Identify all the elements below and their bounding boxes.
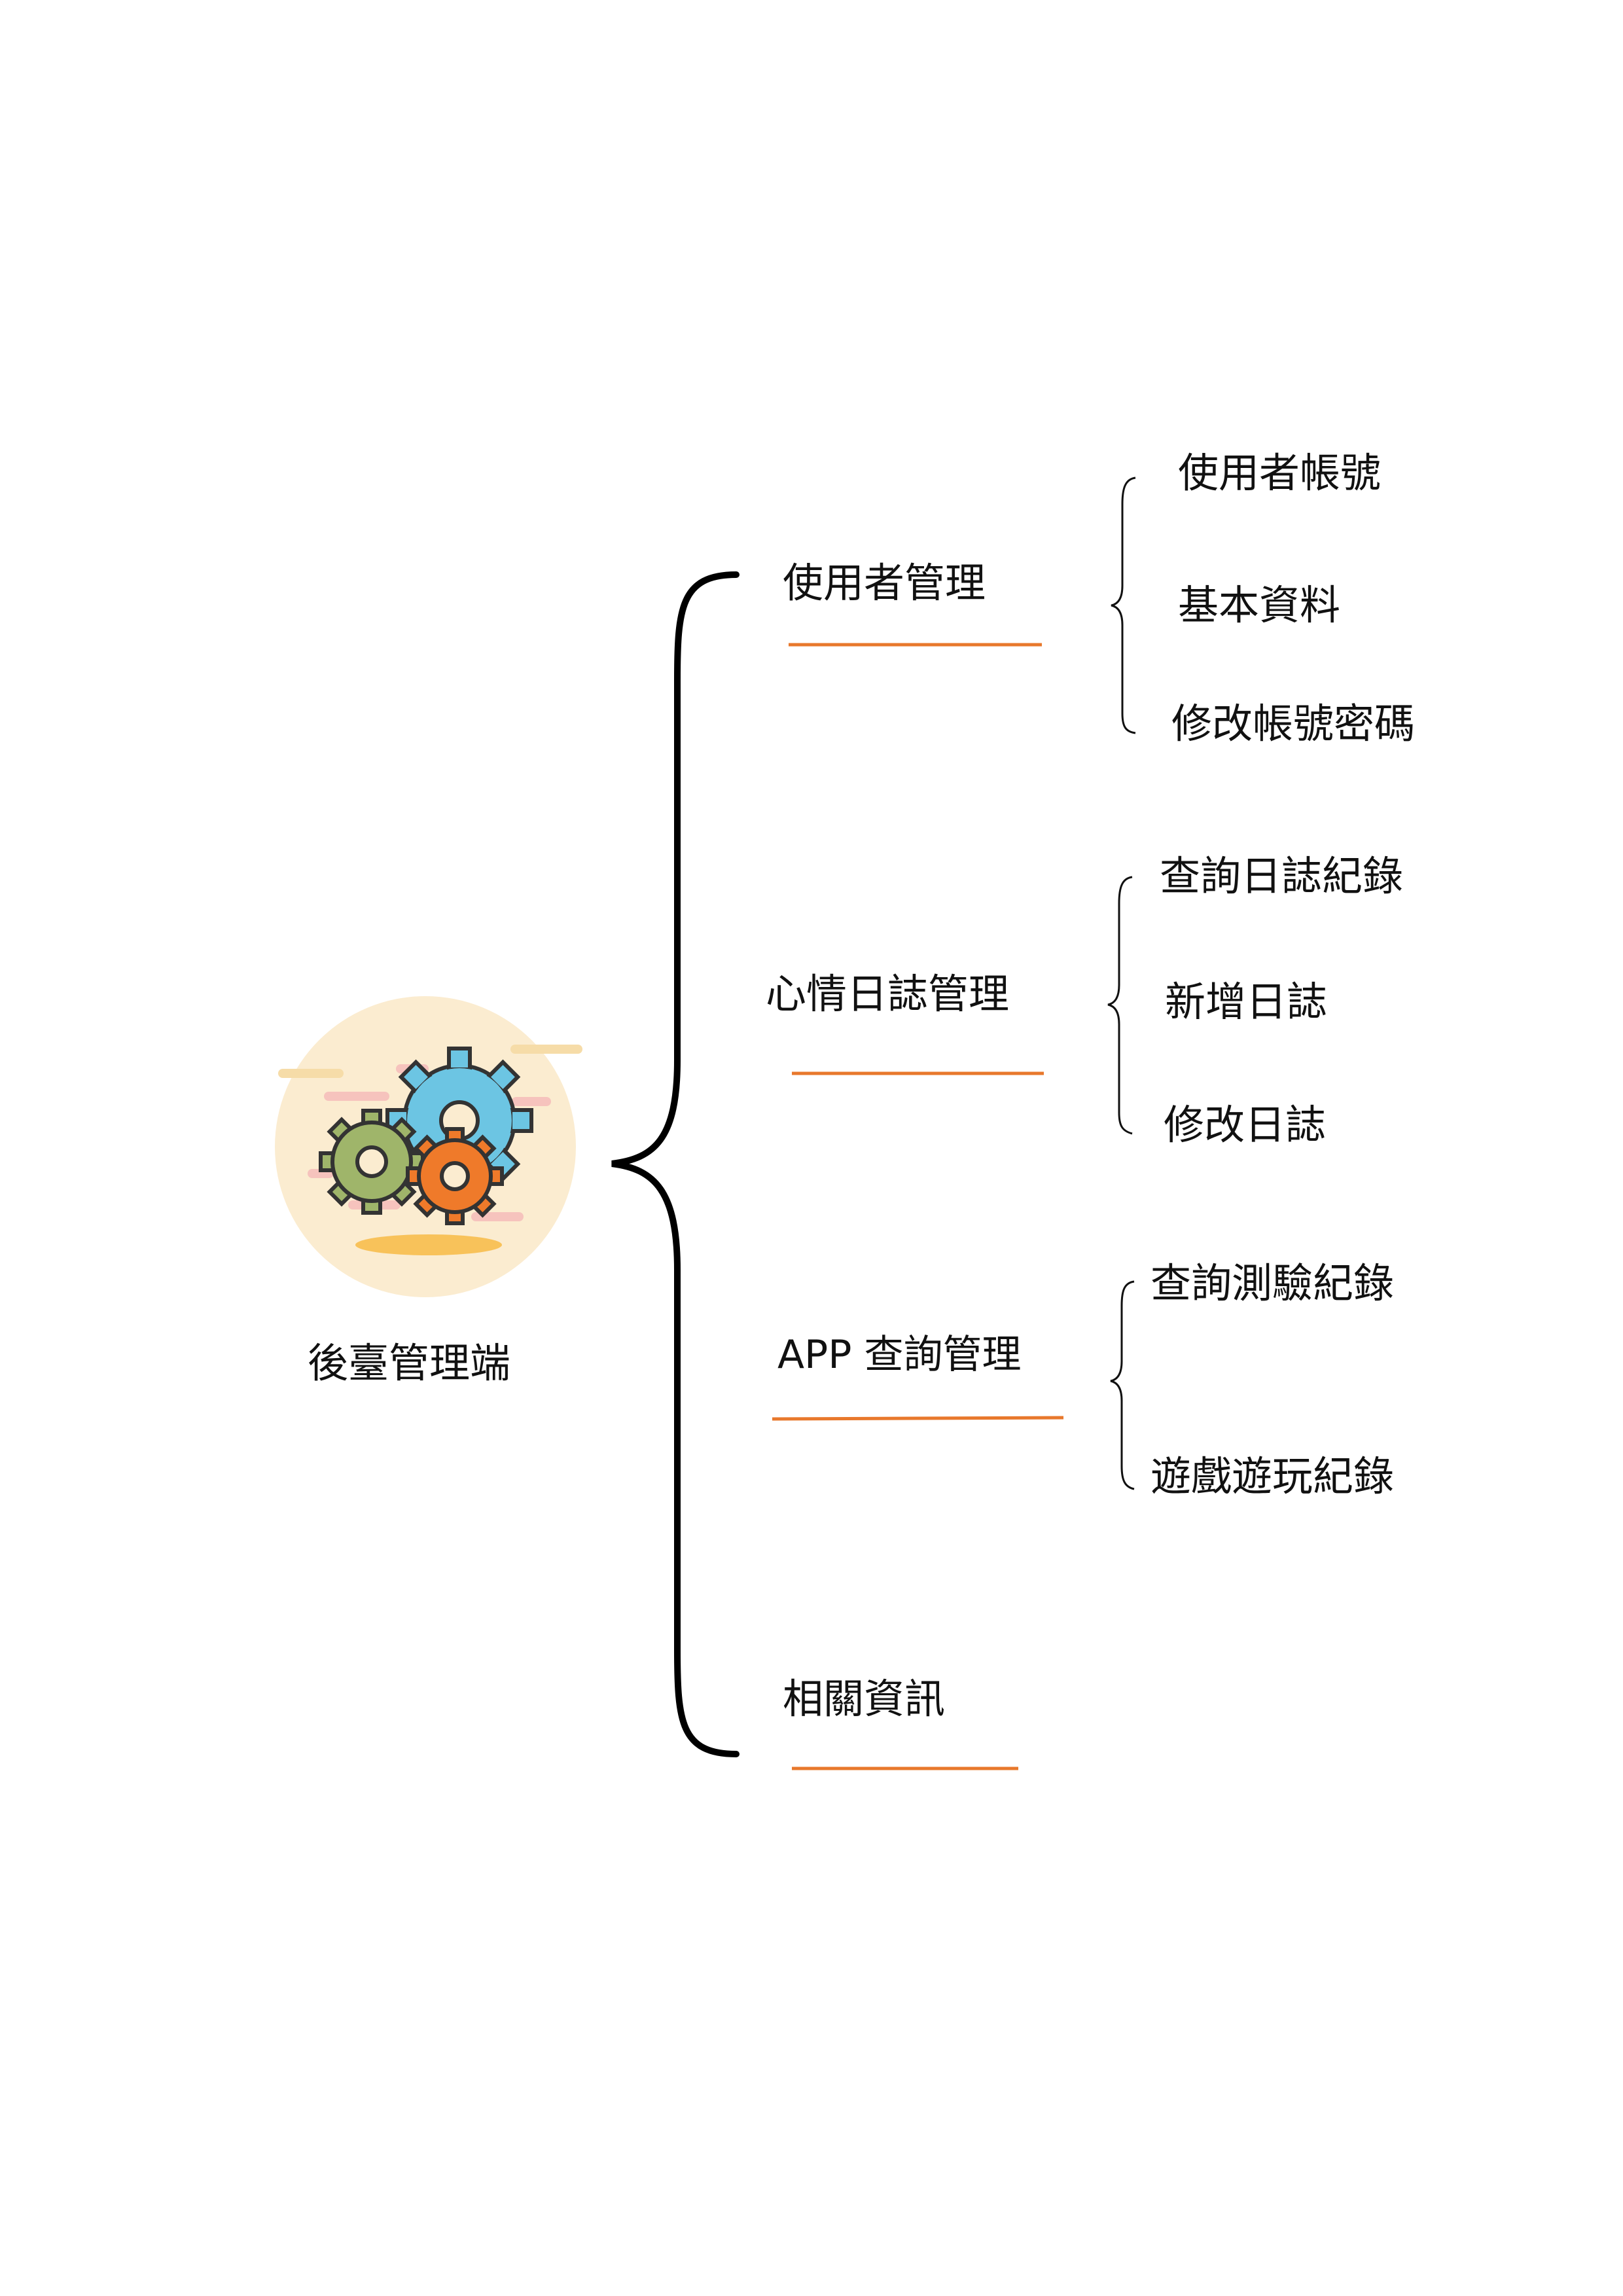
sub-brace-app xyxy=(1110,1280,1135,1490)
sub-brace-user xyxy=(1111,476,1136,734)
branch-related-info: 相關資訊 xyxy=(783,1675,946,1723)
gears-icon xyxy=(275,996,582,1297)
leaf-change-password: 修改帳號密碼 xyxy=(1171,700,1416,747)
leaf-user-account: 使用者帳號 xyxy=(1178,449,1382,497)
sub-brace-diary xyxy=(1107,876,1133,1135)
branch-user-management: 使用者管理 xyxy=(783,559,986,607)
root-label: 後臺管理端 xyxy=(308,1339,511,1387)
leaf-add-diary: 新增日誌 xyxy=(1165,978,1328,1026)
leaf-query-test-records: 查詢測驗紀錄 xyxy=(1150,1259,1395,1307)
leaf-query-diary-records: 查詢日誌紀錄 xyxy=(1160,852,1404,900)
main-brace xyxy=(611,571,740,1757)
underline-app-query-management xyxy=(772,1416,1064,1421)
leaf-edit-diary: 修改日誌 xyxy=(1164,1101,1327,1149)
branch-mood-diary-management: 心情日誌管理 xyxy=(766,970,1010,1018)
branch-app-query-management: APP 查詢管理 xyxy=(777,1332,1022,1378)
leaf-game-play-records: 遊戲遊玩紀錄 xyxy=(1150,1452,1395,1500)
leaf-basic-info: 基本資料 xyxy=(1178,581,1341,629)
